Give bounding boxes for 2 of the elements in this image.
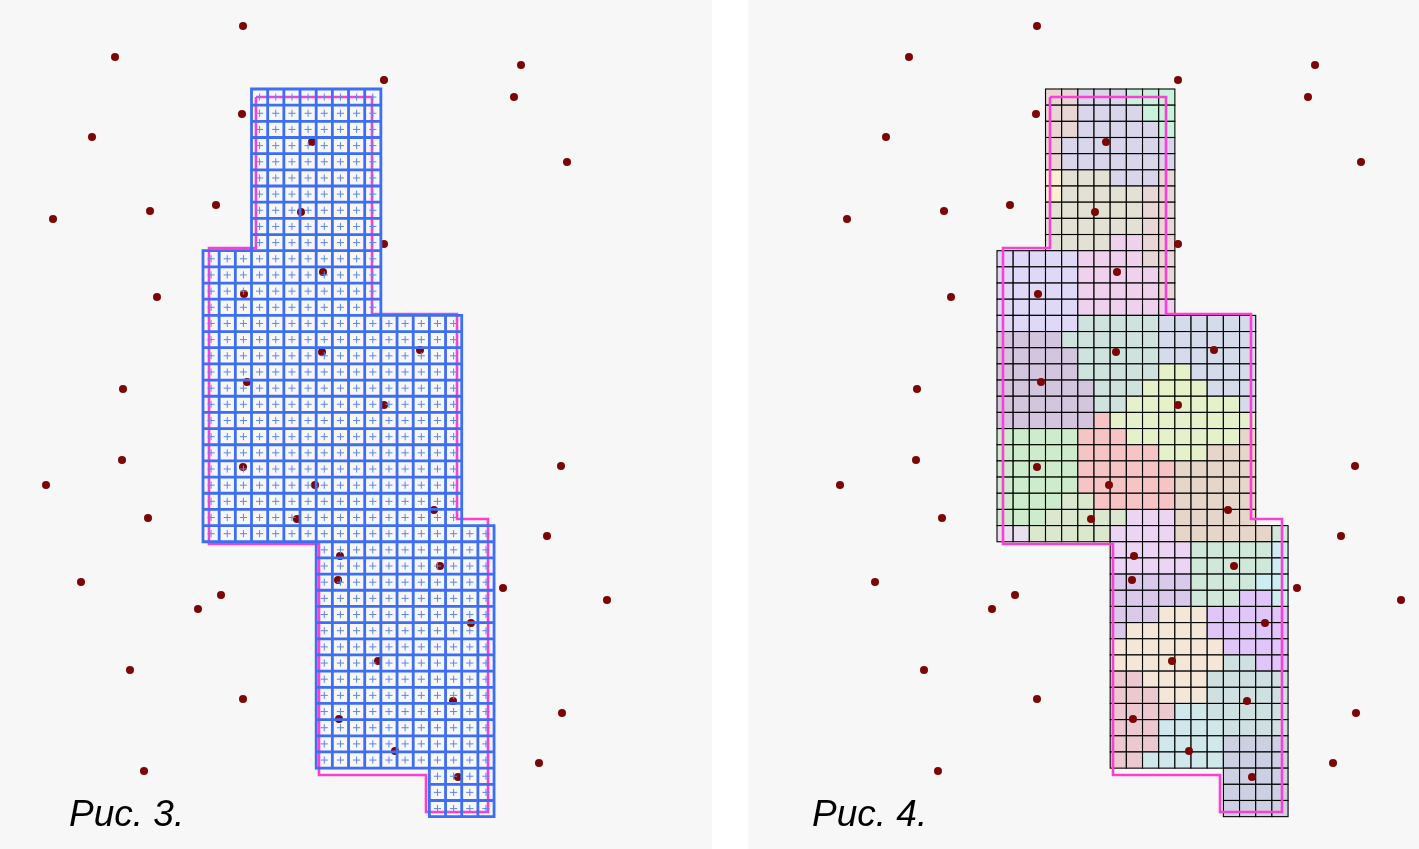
figure-caption: Рис. 3.: [69, 795, 185, 832]
figure-caption: Рис. 4.: [812, 795, 928, 832]
